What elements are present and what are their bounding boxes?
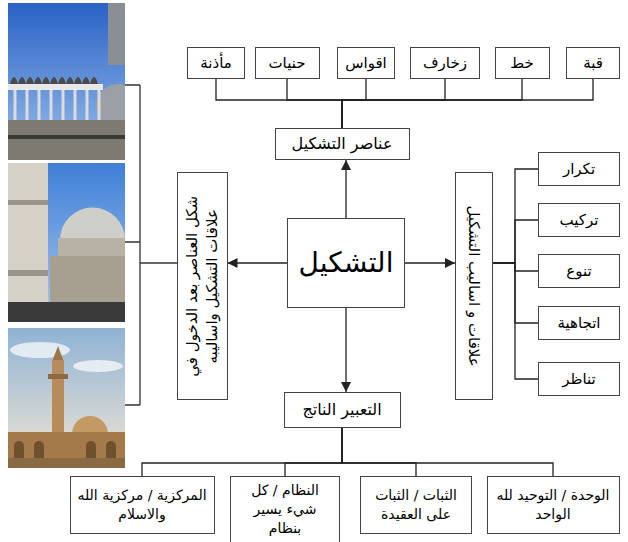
box-label: شكل العناصر بعد الدخول في علاقات التشكيل… <box>182 180 223 392</box>
box-label: قبة <box>583 53 603 73</box>
vertical-box: علاقات و اساليب التشكيل <box>455 172 493 400</box>
relation-box: تركيب <box>538 203 620 237</box>
box-label: علاقات و اساليب التشكيل <box>464 180 484 392</box>
minaret <box>108 3 125 65</box>
mosque-photo <box>8 163 125 322</box>
box-label: حنيات <box>268 53 305 73</box>
element-box: مأذنة <box>187 47 245 79</box>
roof-ornament <box>10 77 98 84</box>
cloud <box>73 360 123 372</box>
connector <box>405 262 455 263</box>
expression-box: النظام / كل شيء يسير بنظام <box>230 476 340 542</box>
mosque-photo <box>8 328 125 468</box>
box-label: التشكيل <box>299 244 394 282</box>
central-box: التشكيل <box>287 218 405 308</box>
box-label: النظام / كل شيء يسير بنظام <box>237 481 333 538</box>
box-label: تكرار <box>563 159 595 179</box>
minaret <box>8 163 48 322</box>
building-band <box>8 135 125 139</box>
minaret-band <box>8 270 48 276</box>
box-label: زخارف <box>423 53 467 73</box>
box-label: التعبير الناتج <box>302 399 381 421</box>
dome <box>60 208 125 240</box>
minaret-cap <box>52 346 64 362</box>
box-label: خط <box>510 53 534 73</box>
category-box: عناصر التشكيل <box>275 128 410 160</box>
category-box: التعبير الناتج <box>284 392 401 428</box>
ground <box>8 458 125 468</box>
box-label: تناظر <box>562 369 596 389</box>
connector <box>342 79 522 128</box>
sky <box>8 163 125 322</box>
connectors <box>142 79 593 476</box>
box-label: عناصر التشكيل <box>292 133 393 155</box>
connector <box>142 428 342 476</box>
expression-box: الثبات / الثبات على العقيدة <box>360 476 472 534</box>
relation-box: تكرار <box>538 152 620 186</box>
connector <box>345 308 346 392</box>
dome <box>72 416 108 434</box>
relation-box: تناظر <box>538 362 620 396</box>
sky <box>8 3 125 160</box>
dome-drum <box>58 238 125 258</box>
box-label: المركزية / مركزية الله والاسلام <box>77 486 208 524</box>
expression-box: المركزية / مركزية الله والاسلام <box>70 476 215 534</box>
roof-slab <box>8 84 103 90</box>
box-label: اتجاهية <box>557 313 600 333</box>
connector <box>342 79 593 128</box>
connector <box>287 79 342 128</box>
box-label: تنوع <box>566 261 591 281</box>
box-label: الثبات / الثبات على العقيدة <box>367 486 465 524</box>
connector <box>493 169 538 263</box>
connector <box>228 262 288 263</box>
minaret-balcony <box>48 374 68 379</box>
connector <box>342 79 366 128</box>
fence <box>8 302 125 322</box>
expression-box: الوحدة / التوحيد لله الواحد <box>487 476 620 534</box>
relation-box: اتجاهية <box>538 306 620 340</box>
arches <box>14 441 116 458</box>
box-label: تركيب <box>560 210 599 230</box>
connector <box>493 220 538 263</box>
relation-box: تنوع <box>538 254 620 288</box>
element-box: قبة <box>566 47 620 79</box>
building <box>8 432 125 468</box>
element-box: حنيات <box>255 47 320 79</box>
connector <box>493 263 538 379</box>
box-label: اقواس <box>345 53 387 73</box>
connector <box>342 428 553 476</box>
box-label: الوحدة / التوحيد لله الواحد <box>494 486 613 524</box>
building-base <box>8 120 125 160</box>
connector <box>342 79 445 128</box>
connector <box>345 160 346 218</box>
minaret-band <box>8 200 48 205</box>
box-label: مأذنة <box>200 53 232 73</box>
connector <box>342 428 416 476</box>
sky <box>8 328 125 468</box>
element-box: اقواس <box>337 47 395 79</box>
element-box: زخارف <box>410 47 480 79</box>
element-box: خط <box>495 47 550 79</box>
connector <box>216 79 342 128</box>
connector <box>285 428 342 476</box>
vertical-box: شكل العناصر بعد الدخول في علاقات التشكيل… <box>177 172 228 400</box>
columns <box>15 90 99 122</box>
mosque-photo <box>8 3 125 160</box>
